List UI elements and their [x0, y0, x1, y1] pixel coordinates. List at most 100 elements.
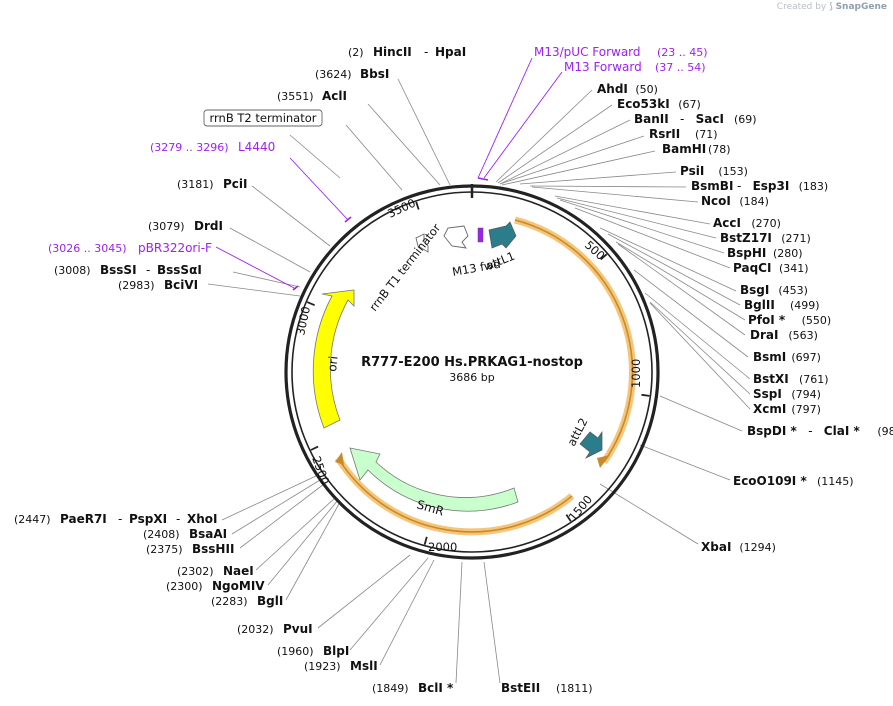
site-xcmi-name: XcmI — [753, 402, 786, 416]
site-bstz17i-pos: (271) — [781, 232, 811, 245]
orf-arc-2-arrow — [335, 452, 344, 465]
site-bsshii: BssHII — [192, 542, 234, 556]
primer-lines — [215, 57, 563, 290]
smr-feature — [349, 447, 519, 512]
tick-label-3000: 3000 — [293, 305, 313, 337]
site-bglii-pos: (499) — [790, 299, 820, 312]
site-bsphi-pos: (280) — [773, 247, 803, 260]
site-pcii-pos: (3181) — [177, 178, 214, 191]
credit-brand: SnapGene — [835, 2, 887, 12]
site-acci-name: AccI — [713, 216, 741, 230]
site-bstxi-pos: (761) — [799, 373, 829, 386]
site-bsteii: BstEII — [501, 681, 540, 695]
site-bsssi: BssSI — [100, 263, 137, 277]
site-hincii-pos: (2) — [348, 46, 364, 59]
site-bgli: BglI — [257, 594, 283, 608]
site-ahdi-pos: (50) — [635, 83, 658, 96]
site-drai-pos: (563) — [788, 329, 818, 342]
site-msli: MslI — [350, 659, 378, 673]
attL2-feature — [579, 430, 603, 459]
sites-top-left: (2) HincII - HpaI (3624) BbsI (3551) Acl… — [54, 45, 466, 292]
site-paqci-pos: (341) — [779, 262, 809, 275]
orf-arc-1-arrow — [597, 455, 610, 468]
primer-pbr-name: pBR322ori-F — [138, 241, 212, 255]
label-ori: ori — [325, 355, 341, 372]
site-banii-sep: - — [680, 112, 684, 126]
site-ecoo109i-name: EcoO109I * — [733, 474, 807, 488]
sites-bottom: (2447) PaeR7I - PspXI - XhoI (2408) BsaA… — [14, 512, 593, 695]
site-bsssai: BssSαI — [157, 263, 202, 277]
site-paer7i-sep: - — [118, 512, 122, 526]
site-pvui-pos: (2032) — [237, 623, 274, 636]
site-bbsi: BbsI — [360, 67, 389, 81]
site-banii-name: BanII — [634, 112, 669, 126]
ring-tick-3000 — [306, 301, 315, 307]
site-paer7i: PaeR7I — [60, 512, 107, 526]
site-bsphi-name: BspHI — [727, 246, 766, 260]
site-blpi: BlpI — [323, 644, 349, 658]
primer-m13puc-name: M13/pUC Forward — [534, 45, 641, 59]
site-msli-pos: (1923) — [304, 660, 341, 673]
m13-fwd-feature — [477, 227, 484, 243]
primer-l4440-name: L4440 — [238, 140, 275, 154]
attL1-feature — [488, 221, 517, 249]
site-bcivi-pos: (2983) — [118, 279, 155, 292]
site-acci-pos: (270) — [751, 217, 781, 230]
label-rrnB-T2: rrnB T2 terminator — [210, 111, 317, 125]
site-xcmi-pos: (797) — [791, 403, 821, 416]
primer-pbr-range: (3026 .. 3045) — [48, 242, 127, 255]
site-psii-name: PsiI — [680, 164, 704, 178]
site-acli-pos: (3551) — [277, 90, 314, 103]
site-bspdi-name2: ClaI * — [824, 424, 861, 438]
ring-tick-2000 — [423, 536, 428, 545]
site-bstxi-name: BstXI — [753, 372, 789, 386]
ring-tick-500 — [600, 253, 608, 261]
site-ngomiv: NgoMIV — [212, 579, 265, 593]
site-naei-pos: (2302) — [177, 565, 214, 578]
primer-labels: M13/pUC Forward (23 .. 45) M13 Forward (… — [48, 45, 708, 255]
site-ahdi-name: AhdI — [597, 82, 628, 96]
orf-arc-1 — [514, 219, 634, 463]
credit-prefix: Created by — [776, 2, 827, 12]
site-eco53ki-name: Eco53kI — [617, 97, 670, 111]
site-bstz17i-name: BstZ17I — [720, 231, 772, 245]
site-sspi-pos: (794) — [791, 388, 821, 401]
label-m13-fwd: M13 fwd — [451, 257, 501, 279]
site-drai-name: DraI — [750, 328, 778, 342]
site-bsgi-name: BsgI — [740, 283, 769, 297]
site-hincii-sep: - — [424, 45, 428, 59]
site-drdi: DrdI — [194, 219, 223, 233]
site-bsteii-pos: (1811) — [556, 682, 593, 695]
site-acli: AclI — [322, 89, 347, 103]
ring-ticks — [306, 201, 650, 545]
ori-feature — [312, 289, 355, 429]
site-bglii-name: BglII — [744, 298, 775, 312]
site-ncoi-name: NcoI — [701, 194, 731, 208]
tick-label-1000: 1000 — [629, 359, 643, 388]
site-psii-pos: (153) — [718, 165, 748, 178]
site-bbsi-pos: (3624) — [315, 68, 352, 81]
site-rsrii-name: RsrII — [649, 127, 680, 141]
primer-m13-range: (37 .. 54) — [655, 61, 706, 74]
site-bcli: BclI * — [418, 681, 454, 695]
site-bsmi-name: BsmI — [753, 350, 786, 364]
site-bsmbi-pos: (183) — [799, 180, 829, 193]
site-bsmi-pos: (697) — [791, 351, 821, 364]
site-pspxi-sep: - — [176, 512, 180, 526]
ring-tick-1500 — [565, 514, 572, 522]
site-xbai-name: XbaI — [701, 540, 731, 554]
site-bspdi-name: BspDI * — [747, 424, 797, 438]
site-bsaai-pos: (2408) — [143, 528, 180, 541]
site-bsaai: BsaAI — [189, 527, 227, 541]
site-bamhi-pos: (78) — [708, 143, 731, 156]
site-eco53ki-pos: (67) — [678, 98, 701, 111]
site-ecoo109i-pos: (1145) — [817, 475, 854, 488]
ring-tick-3500 — [415, 201, 420, 210]
site-bamhi-name: BamHI — [662, 142, 706, 156]
snapgene-credit: Created by ⟆ SnapGene — [777, 2, 887, 12]
site-pfoi-name: PfoI * — [748, 313, 786, 327]
snapgene-logo-icon: ⟆ — [829, 2, 833, 12]
site-pfoi-pos: (550) — [802, 314, 832, 327]
site-bcivi: BciVI — [164, 278, 198, 292]
site-bsshii-pos: (2375) — [146, 543, 183, 556]
